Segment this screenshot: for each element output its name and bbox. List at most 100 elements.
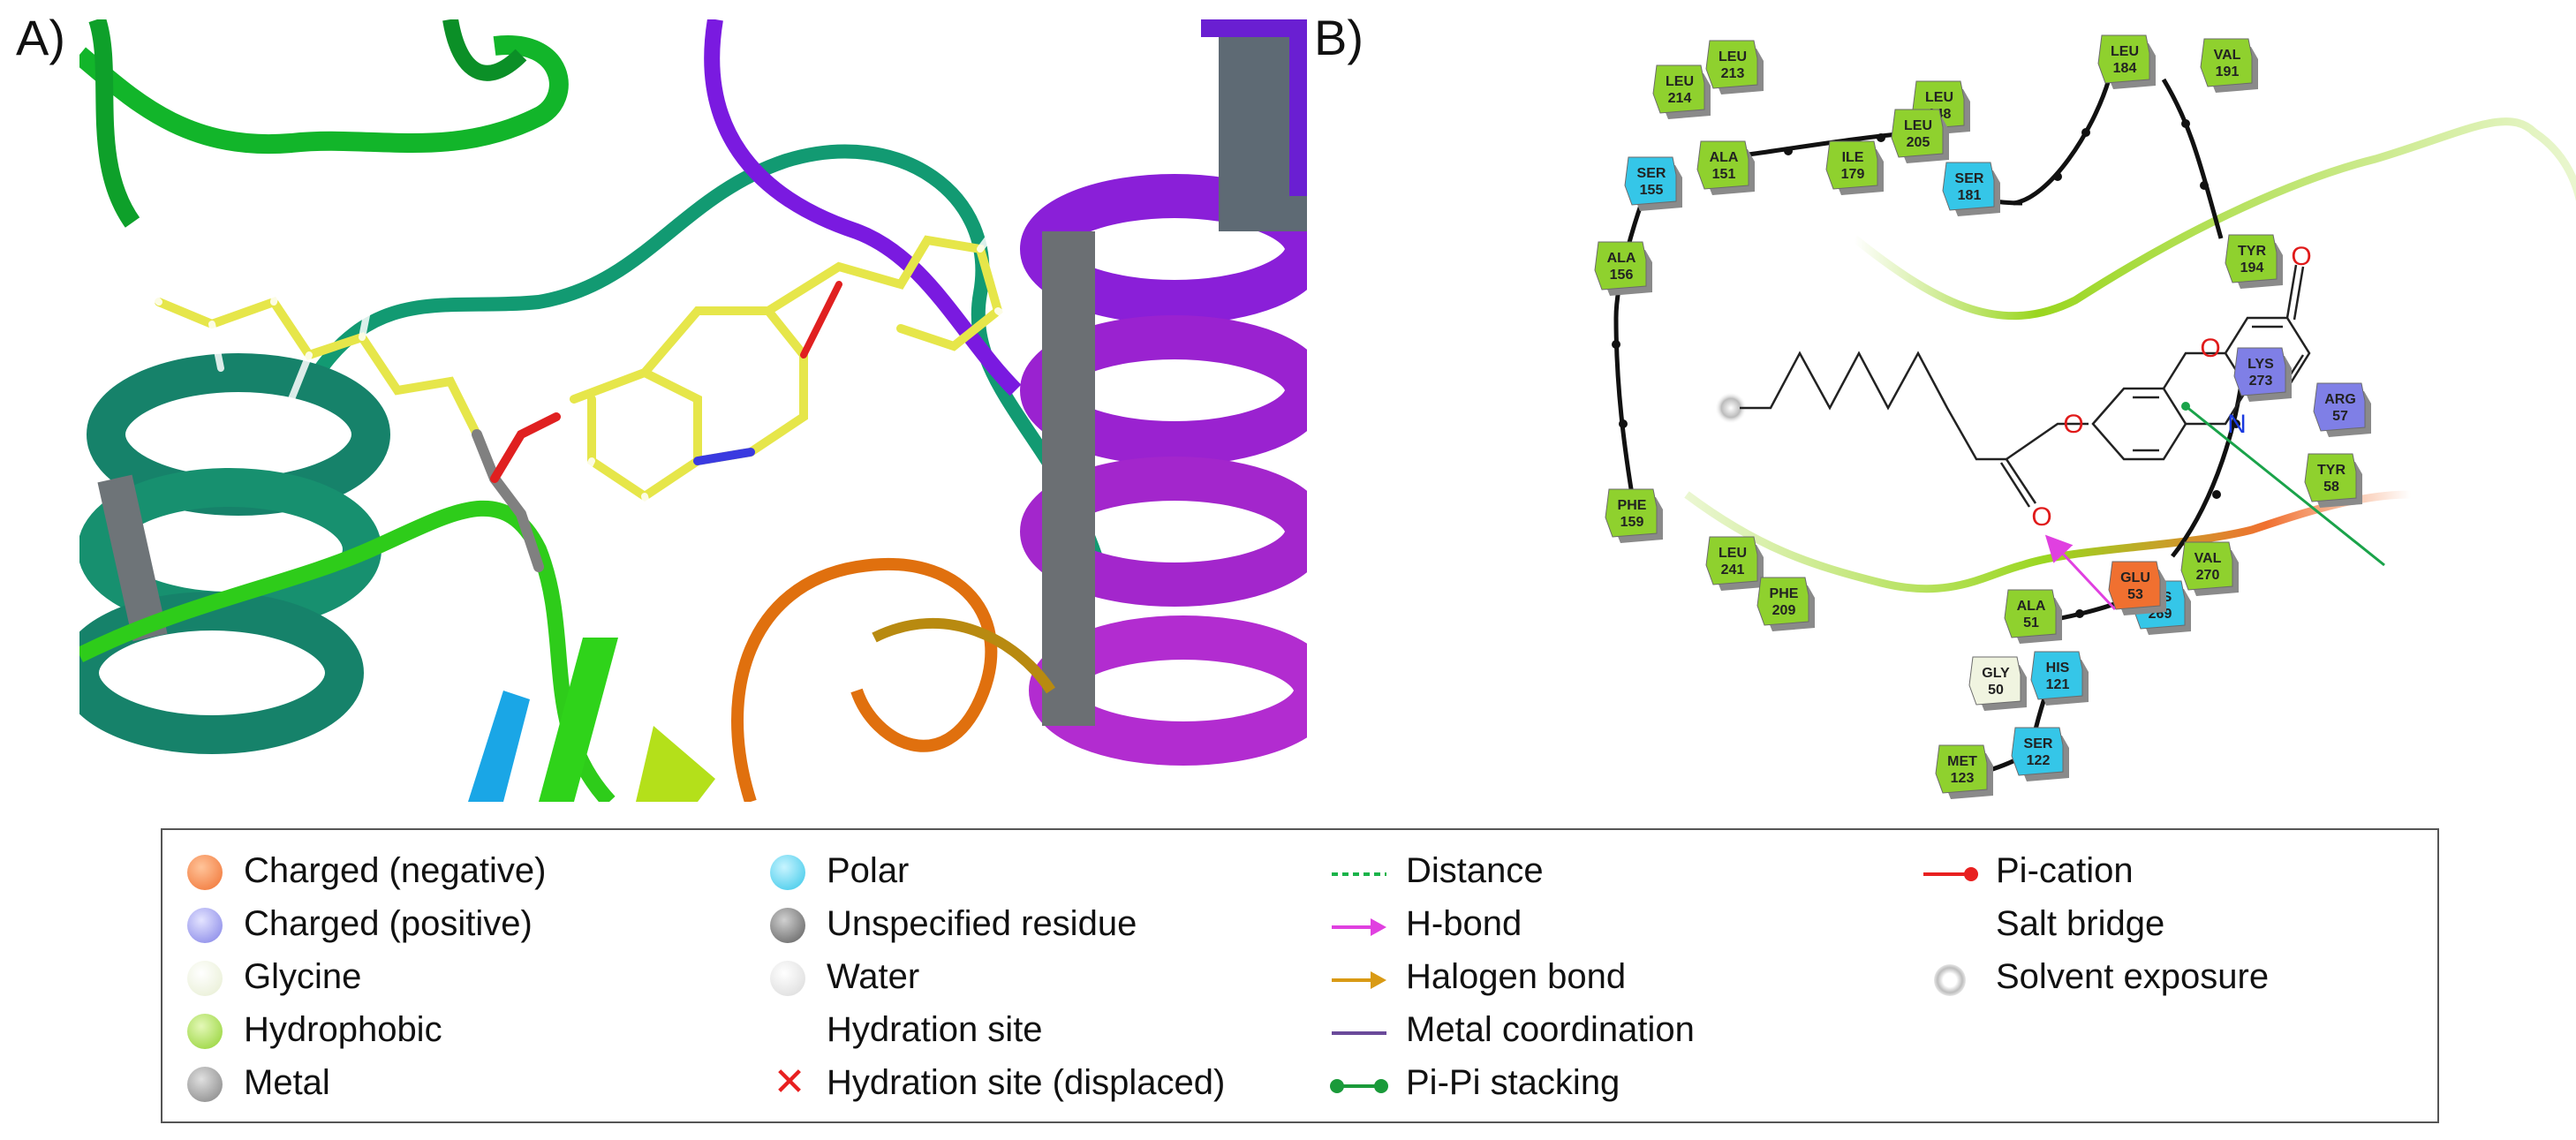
coil-olive [872, 618, 1055, 694]
legend-pi-cation-icon [1923, 867, 1978, 881]
residue-number: 209 [1772, 603, 1796, 618]
residue-body [1605, 488, 1658, 538]
residue-name: ALA [1710, 150, 1739, 165]
residue-name: LEU [1719, 49, 1747, 64]
residue-body [2313, 382, 2366, 432]
residue-body [1891, 109, 1944, 158]
residue-arg57: ARG 57 [2313, 382, 2371, 437]
residue-name: GLY [1982, 666, 2010, 681]
legend-hydration-site: Hydration site [827, 1010, 1043, 1049]
strand-yellowgreen [636, 726, 715, 802]
helix-purple-right [1020, 19, 1307, 766]
residue-body [2011, 727, 2064, 776]
legend-halogen-arrow-icon [1332, 971, 1386, 989]
residue-number: 53 [2127, 587, 2143, 602]
legend-hydrophobic-swatch [187, 1014, 223, 1049]
legend-halogen-bond: Halogen bond [1406, 957, 1627, 996]
legend-water: Water [827, 957, 920, 996]
residue-name: PHE [1618, 498, 1647, 513]
legend-unspecified-swatch [770, 908, 805, 943]
coil-orange [731, 557, 998, 802]
residue-body [1935, 744, 1988, 794]
residue-body [1968, 656, 2021, 706]
coil-green-left [88, 19, 140, 228]
residue-body [2233, 347, 2286, 396]
residue-body [2108, 561, 2161, 610]
legend-metal: Metal [244, 1063, 330, 1102]
legend-hydrophobic: Hydrophobic [244, 1010, 442, 1049]
panel-label-b: B) [1314, 10, 1364, 65]
residue-number: 123 [1951, 771, 1975, 786]
residue-body [1594, 241, 1647, 291]
residue-name: LEU [1925, 90, 1953, 105]
legend-metal-coordination: Metal coordination [1406, 1010, 1695, 1049]
strand-green [539, 638, 618, 802]
residue-number: 191 [2216, 64, 2240, 79]
residue-body [2180, 541, 2233, 591]
residue-body [1652, 64, 1705, 114]
residue-phe209: PHE 209 [1756, 577, 1815, 631]
panel-label-a: A) [16, 10, 65, 65]
legend-unspecified-residue: Unspecified residue [827, 904, 1137, 943]
protein-ribbon-render [79, 19, 1307, 802]
residue-name: ILE [1842, 150, 1864, 165]
residue-body [2030, 651, 2083, 700]
residue-number: 57 [2332, 409, 2348, 424]
coil-bright-green [79, 500, 616, 802]
residue-number: 214 [1668, 91, 1692, 106]
legend-glycine-swatch [187, 961, 223, 996]
residue-number: 50 [1988, 683, 2004, 698]
residue-ile179: ILE 179 [1825, 140, 1884, 195]
atom-o-carbonyl: O [2031, 502, 2051, 532]
interaction-diagram: O O O O N LEU214LEU213LEU148ALA151SER155… [1594, 34, 2576, 799]
pocket-contour-top [1852, 117, 2576, 321]
residue-number: 270 [2196, 568, 2220, 583]
atom-n-ring: N [2227, 410, 2247, 439]
legend-pi-pi-icon [1330, 1079, 1388, 1093]
residue-body [1942, 162, 1995, 211]
pocket-contour-bottom [1684, 490, 2412, 593]
residue-name: TYR [2238, 244, 2266, 259]
residue-body [2200, 38, 2253, 87]
residue-name: SER [2024, 736, 2053, 751]
legend-polar: Polar [827, 851, 910, 890]
residue-name: LYS [2247, 357, 2274, 372]
legend-charged-positive: Charged (positive) [244, 904, 533, 943]
residue-body [2004, 589, 2057, 638]
residue-name: SER [1955, 171, 1984, 186]
coil-green-small [442, 19, 527, 81]
residue-number: 194 [2240, 260, 2264, 276]
residue-body [1624, 156, 1677, 206]
residue-name: ARG [2324, 392, 2356, 407]
residue-number: 156 [1610, 268, 1634, 283]
legend-solvent-exposure: Solvent exposure [1996, 957, 2270, 996]
legend-metal-coordination-line-icon [1332, 1031, 1386, 1035]
legend-displaced-cross-icon: ✕ [773, 1061, 806, 1104]
pi-pi-stacking-line [2181, 402, 2385, 567]
legend-negative-swatch [187, 855, 223, 890]
residue-name: LEU [1719, 546, 1747, 561]
residue-number: 121 [2046, 677, 2070, 692]
residue-name: PHE [1770, 586, 1799, 601]
legend-h-bond: H-bond [1406, 904, 1522, 943]
legend-metal-swatch [187, 1067, 223, 1102]
residue-number: 179 [1841, 167, 1865, 182]
legend-pi-cation: Pi-cation [1996, 851, 2134, 890]
legend-salt-bridge: Salt bridge [1996, 904, 2165, 943]
atom-o-ring: O [2200, 334, 2220, 363]
